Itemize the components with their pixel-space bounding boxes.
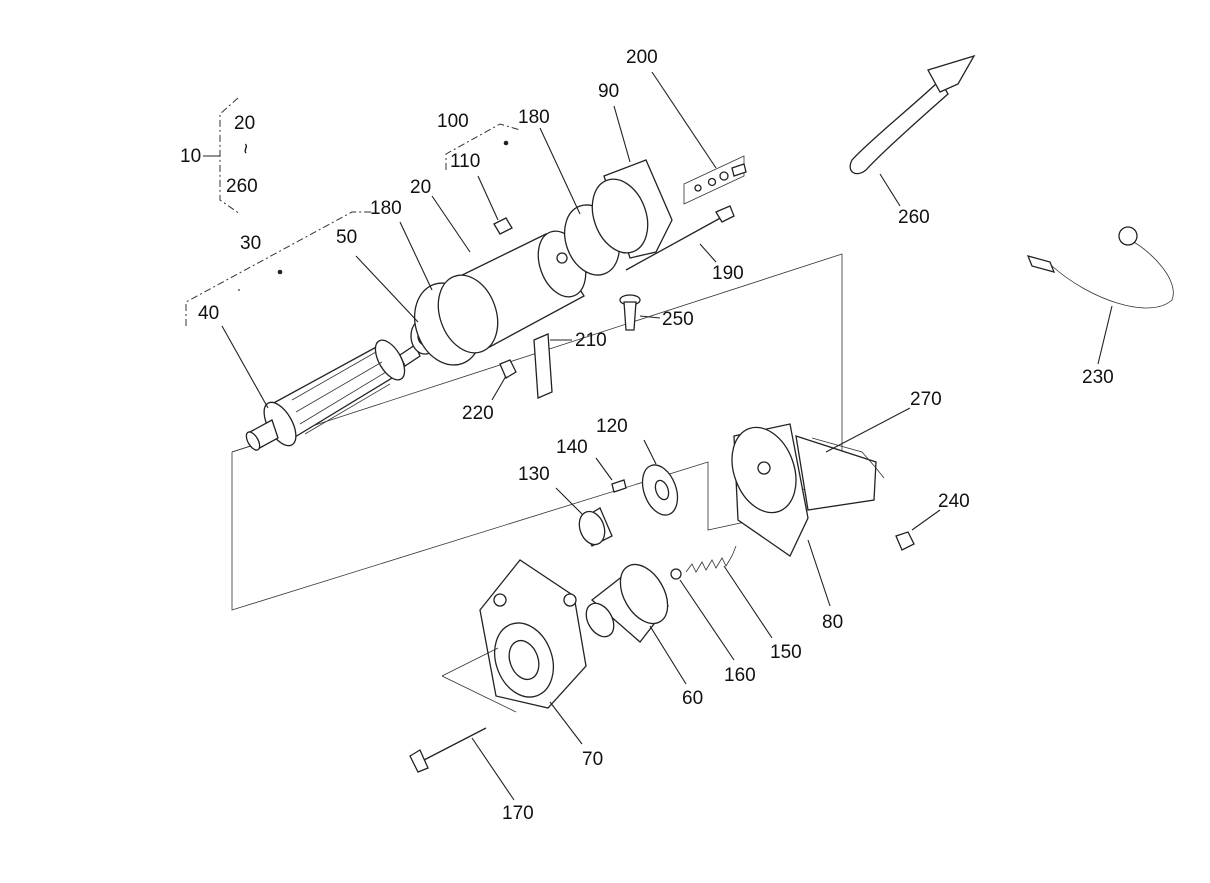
gear-housing-part-70 (479, 559, 587, 709)
label-10: 10 (180, 146, 202, 167)
label-180-right: 180 (518, 107, 550, 128)
label-200: 200 (626, 47, 658, 68)
label-160: 160 (724, 665, 756, 686)
label-170: 170 (502, 803, 534, 824)
nut-part-220 (499, 359, 517, 379)
rear-cover-part-90 (591, 159, 673, 259)
label-40: 40 (198, 303, 220, 324)
terminal-lead-part-270 (811, 437, 885, 479)
label-120: 120 (596, 416, 628, 437)
assembly-frame-lines (231, 253, 843, 611)
label-270: 270 (910, 389, 942, 410)
brush-spring-part-210 (533, 333, 553, 399)
label-110: 110 (450, 151, 481, 172)
brush-part-110 (493, 217, 513, 235)
retainer-part-130 (578, 507, 613, 547)
label-70: 70 (582, 749, 604, 770)
label-30: 30 (240, 233, 262, 254)
lead-wire-part-230 (1026, 226, 1174, 309)
label-180-left: 180 (370, 198, 402, 219)
through-bolt-part-190 (625, 205, 735, 271)
nut-part-240 (895, 531, 915, 551)
label-100: 100 (437, 111, 469, 132)
pinion-clutch-part-60 (585, 563, 669, 643)
label-90: 90 (598, 81, 620, 102)
magnetic-switch-part-80 (731, 423, 877, 557)
group-30-bracket (185, 211, 372, 326)
group-100-bracket (445, 123, 521, 170)
spring-part-150 (685, 545, 737, 573)
screw-part-250 (619, 294, 641, 331)
washer-set-part-200 (683, 155, 747, 205)
ball-part-160 (670, 568, 682, 580)
label-20-top: 20 (234, 113, 256, 134)
label-220: 220 (462, 403, 494, 424)
label-130: 130 (518, 464, 550, 485)
label-150: 150 (770, 642, 802, 663)
pin-part-140 (611, 479, 627, 493)
armature-part-40 (245, 339, 421, 451)
label-190: 190 (712, 263, 744, 284)
label-210: 210 (575, 330, 607, 351)
bolt-part-170 (409, 727, 487, 773)
label-50: 50 (336, 227, 358, 248)
group-10-bracket (203, 97, 241, 215)
label-20-yoke: 20 (410, 177, 432, 198)
yoke-part-20 (437, 230, 587, 354)
label-250: 250 (662, 309, 694, 330)
leader-lines (221, 71, 1113, 801)
label-240: 240 (938, 491, 970, 512)
label-tilde: ~ (234, 142, 256, 155)
label-80: 80 (822, 612, 844, 633)
cable-tie-part-260 (849, 54, 976, 175)
label-60: 60 (682, 688, 704, 709)
label-140: 140 (556, 437, 588, 458)
label-260-top: 260 (226, 176, 258, 197)
label-230: 230 (1082, 367, 1114, 388)
housing-frame-lines (441, 647, 517, 713)
label-260-tie: 260 (898, 207, 930, 228)
idler-gear-part-120 (641, 464, 679, 516)
